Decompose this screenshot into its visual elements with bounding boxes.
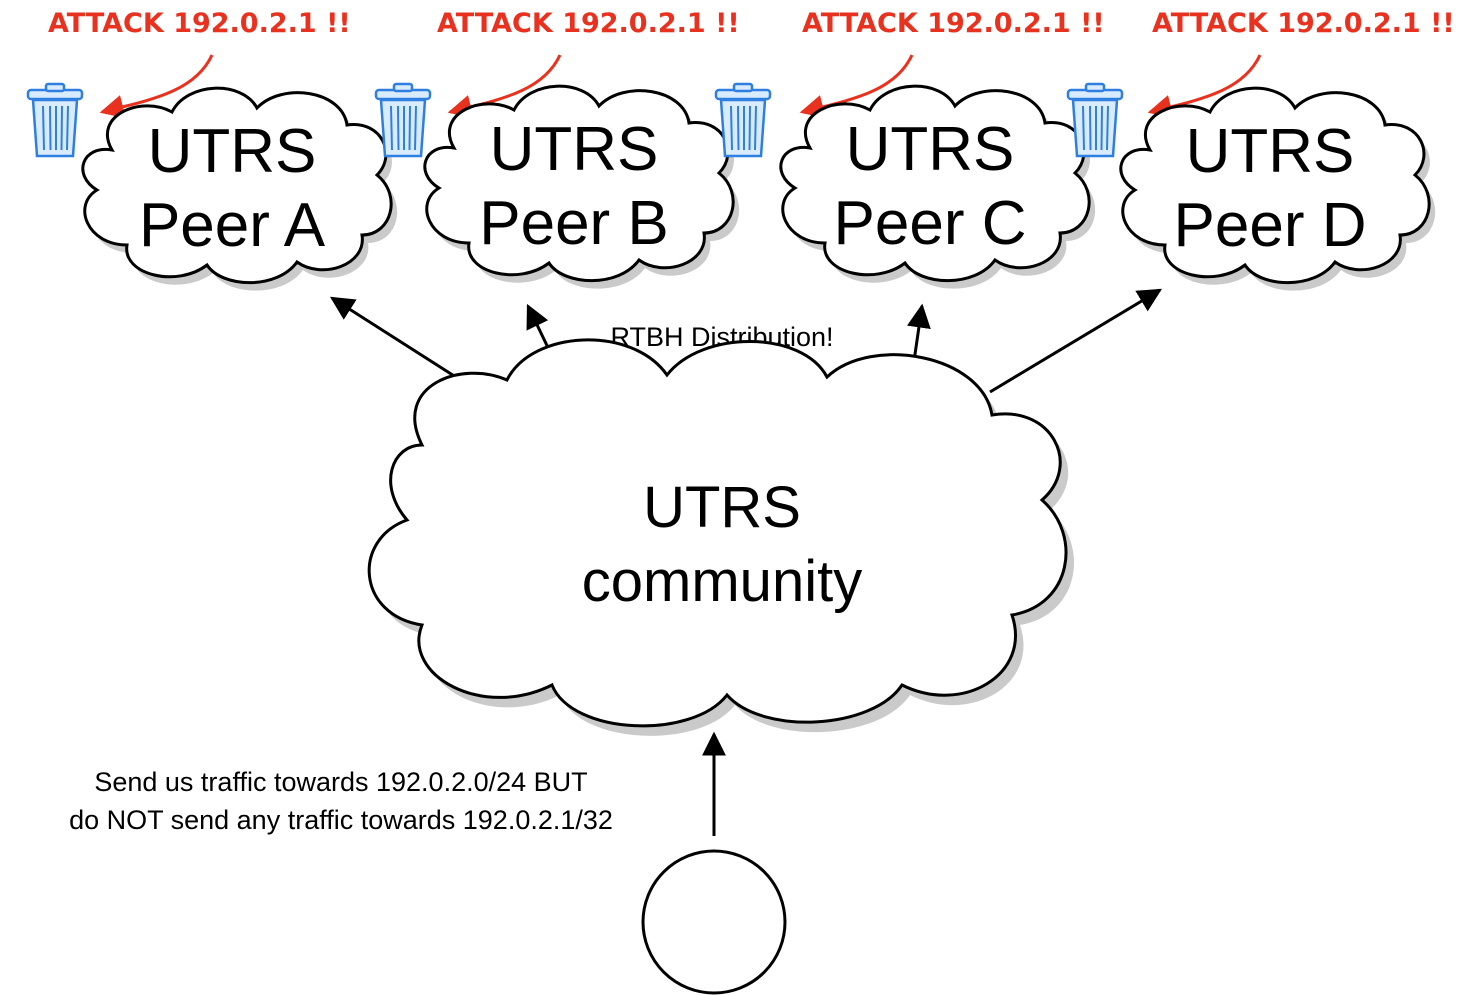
- trash-can-icon: [1066, 82, 1124, 158]
- attack-label-peer-d: ATTACK 192.0.2.1 !!: [1152, 8, 1455, 39]
- peer-cloud-d: UTRS Peer D: [1119, 86, 1436, 291]
- peer-b-line1: UTRS: [490, 115, 659, 184]
- peer-cloud-b: UTRS Peer B: [423, 84, 740, 289]
- attack-arrow-peer-a: [99, 54, 214, 119]
- announcement-line1: Send us traffic towards 192.0.2.0/24 BUT: [94, 767, 587, 797]
- community-line2: community: [582, 549, 862, 614]
- attack-labels: ATTACK 192.0.2.1 !! ATTACK 192.0.2.1 !! …: [48, 8, 1455, 39]
- distribution-arrow-peer-d: [989, 288, 1163, 394]
- attack-arrow-peer-c: [799, 54, 914, 119]
- peer-cloud-c: UTRS Peer C: [779, 84, 1096, 289]
- community-line1: UTRS: [643, 475, 801, 540]
- peer-d-line1: UTRS: [1186, 117, 1355, 186]
- peer-b-line2: Peer B: [479, 189, 669, 258]
- attack-label-peer-a: ATTACK 192.0.2.1 !!: [48, 8, 351, 39]
- trash-can-icon: [374, 82, 432, 158]
- trash-can-icon: [714, 82, 772, 158]
- origin-node: [641, 849, 787, 995]
- community-cloud: UTRS community: [367, 338, 1074, 736]
- attack-label-peer-b: ATTACK 192.0.2.1 !!: [437, 8, 740, 39]
- attack-label-peer-c: ATTACK 192.0.2.1 !!: [802, 8, 1105, 39]
- trash-can-icon: [26, 82, 84, 158]
- peer-c-line2: Peer C: [834, 189, 1027, 258]
- peer-c-line1: UTRS: [846, 115, 1015, 184]
- peer-cloud-a: UTRS Peer A: [81, 86, 398, 291]
- peer-d-line2: Peer D: [1174, 191, 1367, 260]
- peer-a-line1: UTRS: [148, 117, 317, 186]
- announcement-line2: do NOT send any traffic towards 192.0.2.…: [69, 805, 613, 835]
- peer-a-line2: Peer A: [139, 191, 326, 260]
